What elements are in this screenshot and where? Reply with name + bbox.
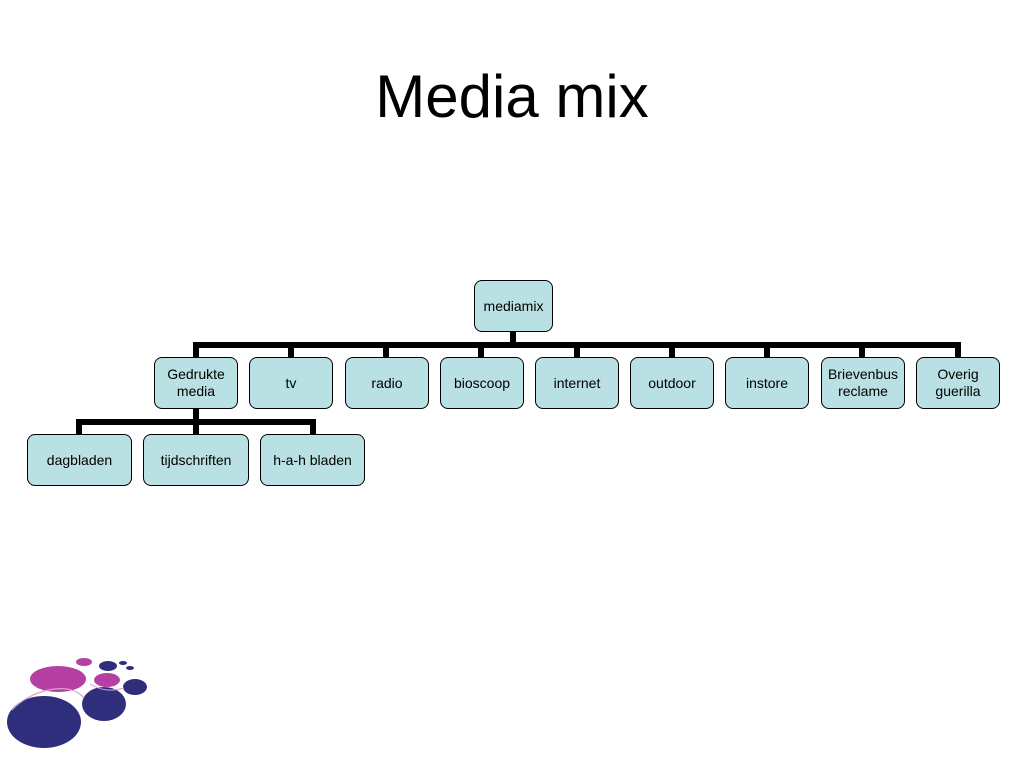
node-overig-guerilla: Overig guerilla bbox=[916, 357, 1000, 409]
node-outdoor: outdoor bbox=[630, 357, 714, 409]
node-bioscoop: bioscoop bbox=[440, 357, 524, 409]
node-tijdschriften: tijdschriften bbox=[143, 434, 249, 486]
node-mediamix: mediamix bbox=[474, 280, 553, 332]
logo-bubble-large-navy bbox=[7, 696, 81, 748]
node-instore: instore bbox=[725, 357, 809, 409]
node-radio: radio bbox=[345, 357, 429, 409]
logo bbox=[7, 658, 147, 748]
logo-swirl bbox=[11, 688, 85, 711]
logo-bubble-mid-navy bbox=[82, 687, 126, 721]
node-brievenbus-reclame: Brievenbus reclame bbox=[821, 357, 905, 409]
logo-bubble-dot bbox=[119, 661, 127, 665]
logo-swirl-2 bbox=[89, 683, 125, 691]
logo-bubble-small-navy-right bbox=[123, 679, 147, 695]
logo-bubble-small-magenta bbox=[94, 673, 120, 687]
node-dagbladen: dagbladen bbox=[27, 434, 132, 486]
logo-bubble-tiny-navy bbox=[99, 661, 117, 671]
logo-bubble-dot2 bbox=[126, 666, 134, 670]
node-hah-bladen: h-a-h bladen bbox=[260, 434, 365, 486]
node-gedrukte-media: Gedrukte media bbox=[154, 357, 238, 409]
slide-title: Media mix bbox=[375, 63, 649, 130]
logo-bubble-tiny-pink bbox=[76, 658, 92, 666]
node-internet: internet bbox=[535, 357, 619, 409]
logo-bubble-magenta bbox=[30, 666, 86, 692]
node-tv: tv bbox=[249, 357, 333, 409]
